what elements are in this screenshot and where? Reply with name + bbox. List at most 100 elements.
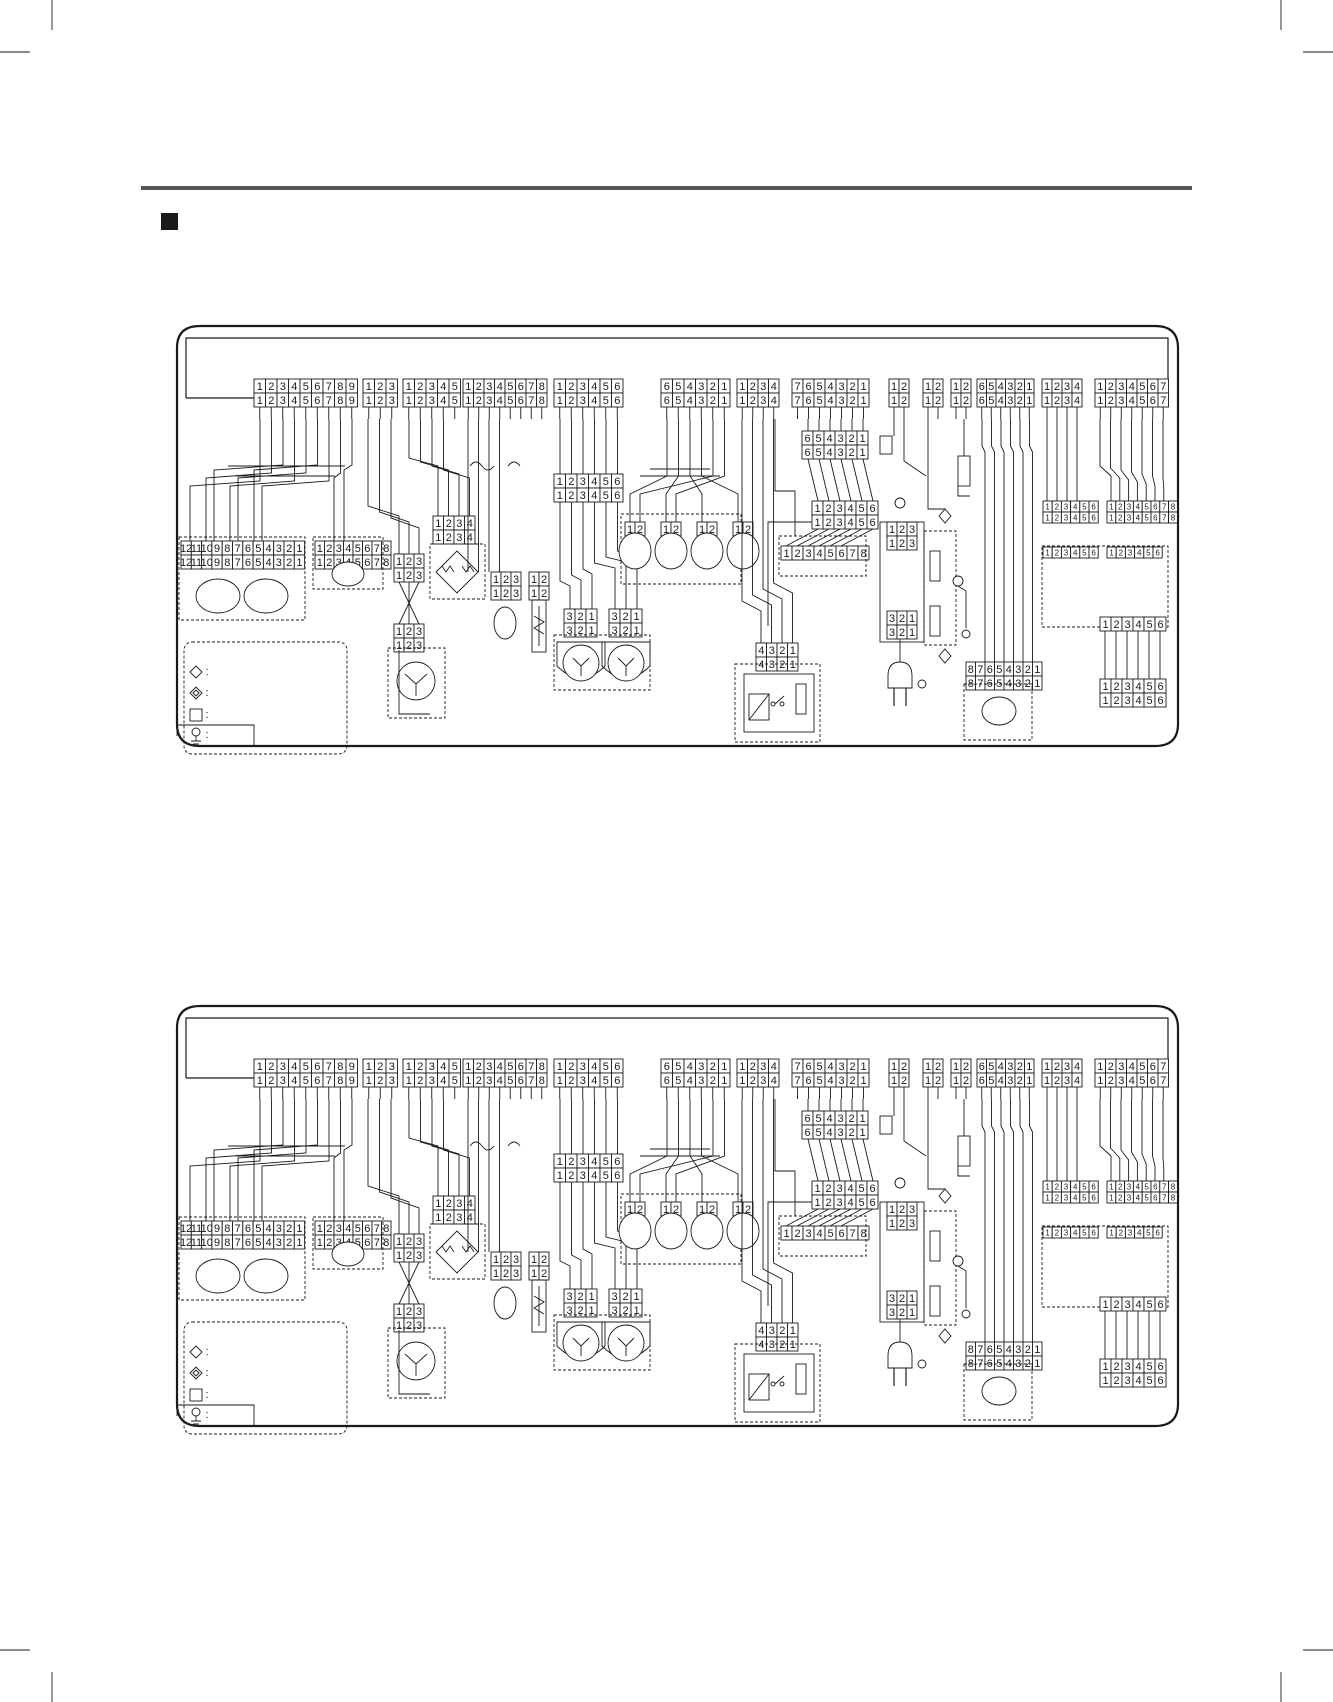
wire	[773, 1099, 793, 1323]
wire	[851, 1138, 863, 1182]
connector-pin-label: 1	[465, 1061, 471, 1073]
connector-pin-label: 5	[1146, 695, 1152, 707]
connector-pin-label: 1	[699, 1204, 705, 1216]
connector-pin-label: 3	[580, 1075, 586, 1087]
connector-pin-label: 4	[1074, 381, 1080, 393]
connector-pin-label: 3	[280, 395, 286, 407]
connector-pin-label: 4	[345, 543, 351, 555]
led-lamp	[726, 1212, 760, 1250]
connector-pin-label: 5	[858, 503, 864, 515]
connector-pin-label: 1	[699, 524, 705, 536]
connector-pin-label: 8	[860, 548, 866, 560]
connector-pin-label: 4	[1135, 1375, 1141, 1387]
connector-pin-label: 6	[314, 1061, 320, 1073]
connector-pin-label: 2	[1108, 395, 1114, 407]
connector-pin-label: 4	[1006, 1344, 1012, 1356]
wire	[333, 1099, 341, 1221]
connector-pin-label: 7	[374, 1237, 380, 1249]
connector-pin-label: 2	[750, 1061, 756, 1073]
connector-pin-label: 5	[603, 1075, 609, 1087]
connector-pin-label: 2	[568, 1156, 574, 1168]
connector-pin-label: 2	[268, 1075, 274, 1087]
connector-pin-label: 1	[317, 1223, 323, 1235]
connector-pin-label: 1	[739, 1061, 745, 1073]
connector-pin-label: 4	[847, 517, 853, 529]
connector-pin-label: 4	[291, 1061, 297, 1073]
connector-pin-label: 4	[687, 1075, 693, 1087]
legend-colon: :	[205, 666, 208, 678]
connector-pin-label: 2	[1055, 1194, 1060, 1203]
connector-pin-label: 1	[257, 381, 263, 393]
connector-pin-label: 2	[779, 1325, 785, 1337]
sensor-thermistor	[493, 1286, 517, 1320]
connector-pin-label: 3	[580, 1170, 586, 1182]
ice-maker-fuse	[957, 1135, 971, 1167]
connector-pin-label: 1	[814, 517, 820, 529]
connector-pin-label: 4	[591, 1156, 597, 1168]
connector-pin-label: 3	[580, 1061, 586, 1073]
connector-pin-label: 2	[901, 1075, 907, 1087]
connector-pin-label: 3	[580, 395, 586, 407]
connector-pin-label: 3	[805, 1228, 811, 1240]
connector-pin-label: 6	[314, 1075, 320, 1087]
relay-switch	[774, 695, 785, 705]
connector-pin-label: 2	[1108, 1075, 1114, 1087]
legend-box	[183, 641, 348, 755]
connector-pin-label: 2	[899, 1307, 905, 1319]
door-switch-resistor	[929, 605, 941, 637]
connector-pin-label: 3	[805, 548, 811, 560]
connector-pin-label: 1	[1109, 1229, 1114, 1238]
connector-pin-label: 6	[1157, 695, 1163, 707]
connector-pin-label: 3	[513, 588, 519, 600]
connector-pin-label: 1	[1102, 619, 1108, 631]
connector-pin-label: 6	[314, 395, 320, 407]
fan-motor-outline	[387, 647, 446, 719]
connector-pin-label: 1	[633, 611, 639, 623]
connector-pin-label: 4	[998, 1061, 1004, 1073]
connector-pin-label: 2	[750, 1075, 756, 1087]
wire	[1152, 1099, 1156, 1181]
connector-pin-label: 8	[224, 1223, 230, 1235]
connector-pin-label: 6	[869, 1197, 875, 1209]
display-lens	[195, 1258, 241, 1294]
connector-pin-label: 3	[838, 1061, 844, 1073]
connector-pin-label: 11	[191, 1237, 202, 1249]
connector-pin-label: 2	[503, 1254, 509, 1266]
connector-pin-label: 1	[557, 1075, 563, 1087]
connector-pin-label: 3	[416, 556, 422, 568]
connector-pin-label: 5	[355, 557, 361, 569]
connector-pin	[1154, 1296, 1167, 1312]
connector-pin-label: 4	[440, 1075, 446, 1087]
relay-resistor	[795, 683, 807, 715]
connector-pin-label: 4	[998, 381, 1004, 393]
connector-pin-label: 6	[364, 1223, 370, 1235]
connector-pin-label: 11	[191, 1223, 202, 1235]
wire	[807, 1138, 819, 1182]
connector-pin-label: 3	[1015, 1358, 1021, 1370]
connector-pin-label: 4	[847, 1183, 853, 1195]
wire	[1010, 1099, 1014, 1342]
connector-pin-label: 10	[201, 1237, 213, 1249]
connector-pin-label: 2	[709, 1204, 715, 1216]
connector-pin-label: 4	[265, 543, 271, 555]
connector-pin-label: 2	[963, 395, 969, 407]
connector-pin-label: 2	[1054, 1075, 1060, 1087]
connector-pin-label: 3	[1064, 1061, 1070, 1073]
connector-pin-label: 3	[1118, 381, 1124, 393]
damper-motor-icon	[562, 644, 600, 682]
connector-pin-label: 5	[1146, 1299, 1152, 1311]
connector-pin-label: 10	[201, 1223, 213, 1235]
connector-pin-label: 1	[557, 1061, 563, 1073]
connector-pin-label: 5	[507, 381, 513, 393]
connector-pin-label: 5	[816, 1075, 822, 1087]
connector-pin-label: 1	[406, 1075, 412, 1087]
wire	[379, 419, 410, 554]
wire	[398, 1330, 430, 1395]
connector-pin-label: 4	[440, 395, 446, 407]
connector-pin-label: 5	[452, 381, 458, 393]
connector-pin-label: 3	[580, 381, 586, 393]
connector-pin-label: 3	[513, 574, 519, 586]
connector-pin-label: 3	[276, 1237, 282, 1249]
